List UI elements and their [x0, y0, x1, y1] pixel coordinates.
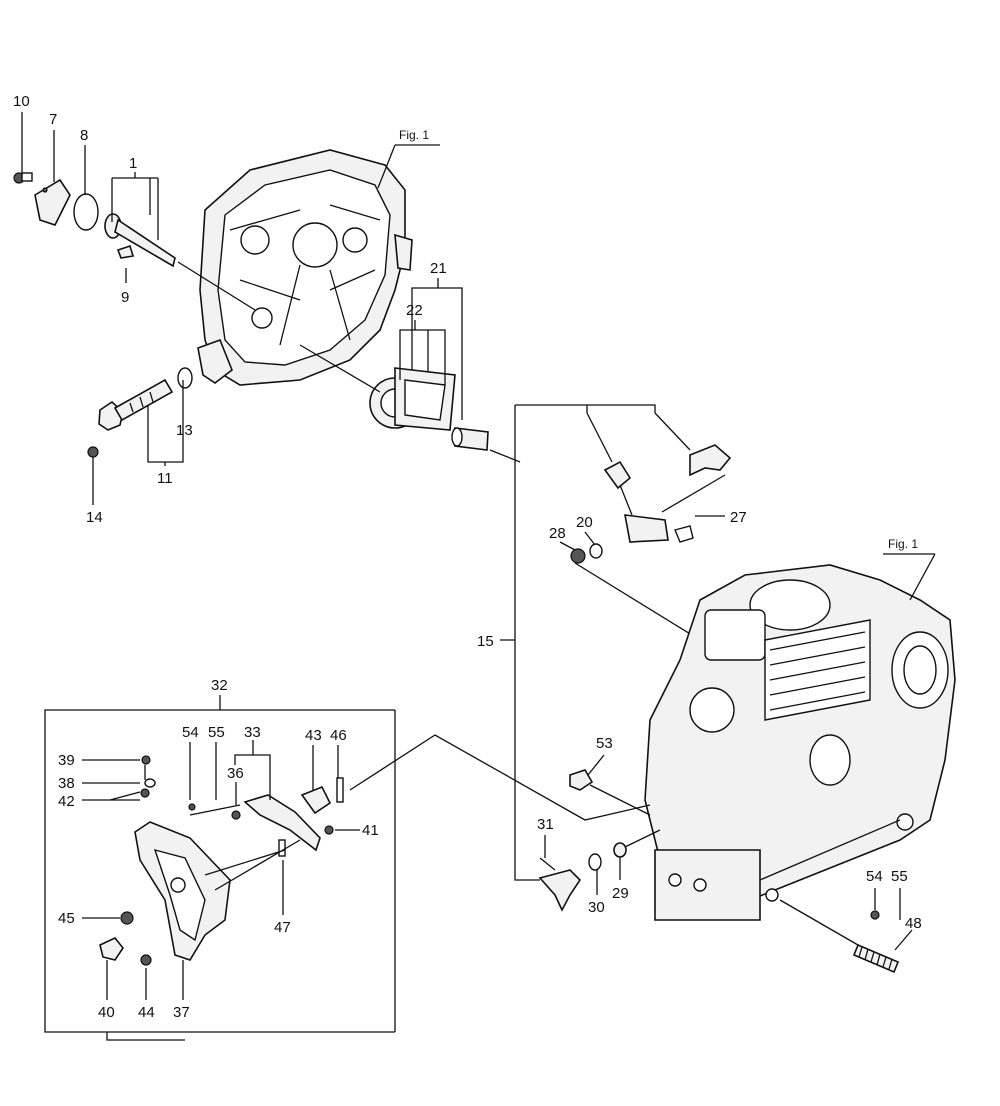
- callout-36: 36: [227, 765, 244, 782]
- callout-38: 38: [58, 775, 75, 792]
- callout-48: 48: [905, 915, 922, 932]
- figure-ref-right: Fig. 1: [883, 537, 936, 601]
- callout-21: 21: [430, 260, 447, 277]
- leader-lines: [21, 112, 913, 1041]
- callout-29: 29: [612, 885, 629, 902]
- figure-ref-label: Fig. 1: [399, 128, 429, 142]
- cover-plate-parts: [13, 172, 256, 311]
- callout-22: 22: [406, 302, 423, 319]
- callout-9: 9: [121, 289, 129, 306]
- callout-11: 11: [157, 470, 173, 487]
- callout-33: 33: [244, 724, 261, 741]
- callout-55-right: 55: [891, 868, 908, 885]
- callout-7: 7: [49, 111, 57, 128]
- callout-43: 43: [305, 727, 322, 744]
- callout-8: 8: [80, 127, 88, 144]
- stud-48: [779, 899, 900, 974]
- governor-linkage: [570, 444, 732, 641]
- callout-37: 37: [173, 1004, 190, 1021]
- callout-54-left: 54: [182, 724, 199, 741]
- figure-ref-top: Fig. 1: [377, 128, 440, 189]
- callout-31: 31: [537, 816, 554, 833]
- callout-14: 14: [86, 509, 103, 526]
- callout-13: 13: [176, 422, 193, 439]
- callout-30: 30: [588, 899, 605, 916]
- bracket-assembly: [99, 734, 651, 966]
- callout-53: 53: [596, 735, 613, 752]
- crankcase-cover: [197, 149, 413, 386]
- callout-32: 32: [211, 677, 228, 694]
- callout-labels: 1 7 8 9 10 11 13 14 15 20 21 22 27 28 29…: [13, 93, 922, 1021]
- crankcase: [644, 564, 956, 921]
- callout-55-left: 55: [208, 724, 225, 741]
- callout-15: 15: [477, 633, 494, 650]
- callout-41: 41: [362, 822, 379, 839]
- callout-45: 45: [58, 910, 75, 927]
- callout-42: 42: [58, 793, 75, 810]
- callout-46: 46: [330, 727, 347, 744]
- callout-28: 28: [549, 525, 566, 542]
- shaft-assembly-11: [87, 367, 193, 468]
- callout-39: 39: [58, 752, 75, 769]
- callout-10: 10: [13, 93, 30, 110]
- callout-47: 47: [274, 919, 291, 936]
- callout-40: 40: [98, 1004, 115, 1021]
- callout-1: 1: [129, 155, 137, 172]
- callout-54-right: 54: [866, 868, 883, 885]
- governor-small-parts: [538, 769, 661, 912]
- callout-44: 44: [138, 1004, 155, 1021]
- callout-20: 20: [576, 514, 593, 531]
- figure-ref-label: Fig. 1: [888, 537, 918, 551]
- callout-27: 27: [730, 509, 747, 526]
- gear-assembly: [299, 344, 521, 463]
